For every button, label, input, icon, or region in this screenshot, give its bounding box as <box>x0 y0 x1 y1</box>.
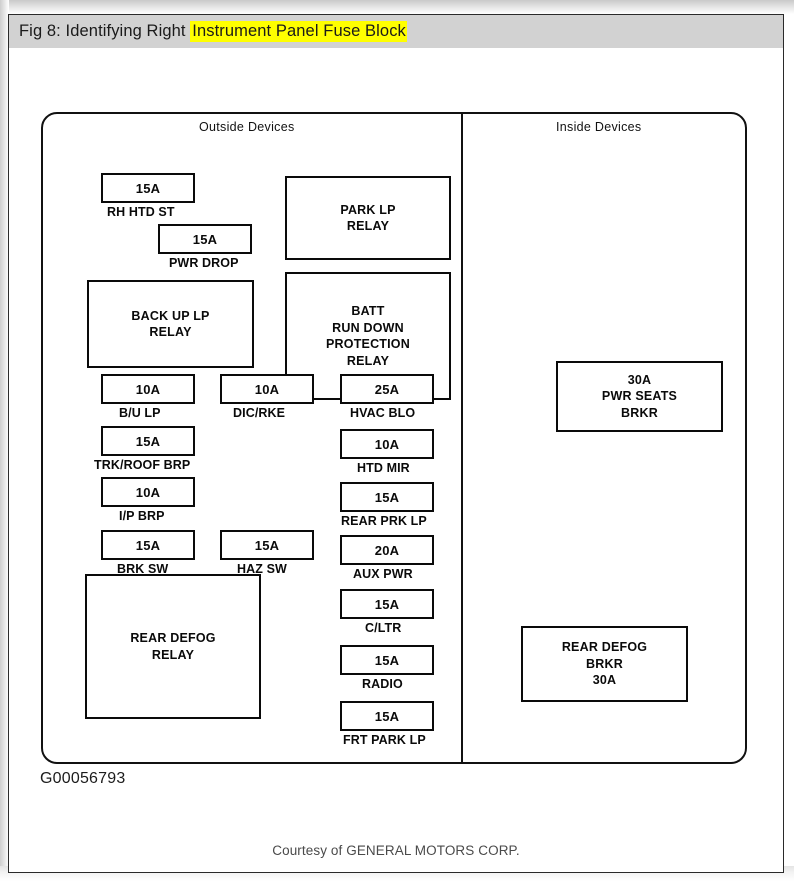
fuse-label-aux-pwr: AUX PWR <box>353 567 413 581</box>
fuse-label-frt-park-lp: FRT PARK LP <box>343 733 426 747</box>
fuse-label-bu-lp: B/U LP <box>119 406 161 420</box>
fuse-label-radio: RADIO <box>362 677 403 691</box>
figure-caption-highlight: Instrument Panel Fuse Block <box>190 21 407 42</box>
figure-caption-prefix: Fig 8: Identifying Right <box>19 22 191 40</box>
figure-id-label: G00056793 <box>40 770 126 787</box>
relay-park-lp-line-2: RELAY <box>346 219 390 233</box>
fuse-frt-park-lp[interactable]: 15A <box>340 701 434 731</box>
relay-rear-defog-line-1: REAR DEFOG <box>130 631 216 645</box>
fuse-label-dic-rke: DIC/RKE <box>233 406 286 420</box>
relay-back-up-lp[interactable]: BACK UP LP RELAY <box>87 280 254 368</box>
fuse-label-pwr-drop: PWR DROP <box>169 256 239 270</box>
fuse-rear-prk-lp[interactable]: 15A <box>340 482 434 512</box>
page-shadow-top <box>0 0 794 14</box>
breaker-pwr-seats-line-1: 30A <box>627 372 652 387</box>
fuse-block-divider <box>461 112 463 764</box>
fuse-radio[interactable]: 15A <box>340 645 434 675</box>
fuse-label-ip-brp: I/P BRP <box>119 509 165 523</box>
fuse-htd-mir[interactable]: 10A <box>340 429 434 459</box>
fuse-label-trk-roof-brp: TRK/ROOF BRP <box>94 458 191 472</box>
relay-park-lp[interactable]: PARK LP RELAY <box>285 176 451 260</box>
fuse-label-rh-htd-st: RH HTD ST <box>107 205 175 219</box>
relay-batt-line-3: PROTECTION <box>326 337 410 351</box>
relay-back-up-lp-line-2: RELAY <box>149 325 192 339</box>
fuse-brk-sw[interactable]: 15A <box>101 530 195 560</box>
fuse-label-cltr: C/LTR <box>365 621 402 635</box>
fuse-ip-brp[interactable]: 10A <box>101 477 195 507</box>
fuse-aux-pwr[interactable]: 20A <box>340 535 434 565</box>
fuse-label-brk-sw: BRK SW <box>117 562 169 576</box>
fuse-label-rear-prk-lp: REAR PRK LP <box>341 514 427 528</box>
breaker-rear-defog-line-1: REAR DEFOG <box>561 640 648 655</box>
relay-batt-line-1: BATT <box>351 304 385 318</box>
breaker-rear-defog[interactable]: REAR DEFOG BRKR 30A <box>521 626 688 702</box>
relay-batt-line-4: RELAY <box>346 353 390 368</box>
relay-back-up-lp-line-1: BACK UP LP <box>131 308 210 323</box>
fuse-block-diagram: Outside Devices Inside Devices 15A RH HT… <box>9 48 783 874</box>
page-shadow-left <box>0 0 9 881</box>
fuse-dic-rke[interactable]: 10A <box>220 374 314 404</box>
outside-devices-title: Outside Devices <box>199 120 295 134</box>
fuse-hvac-blo[interactable]: 25A <box>340 374 434 404</box>
breaker-pwr-seats[interactable]: 30A PWR SEATS BRKR <box>556 361 723 432</box>
breaker-rear-defog-line-2: BRKR <box>586 656 623 671</box>
relay-park-lp-line-1: PARK LP <box>340 202 396 217</box>
figure-caption-bar: Fig 8: Identifying Right Instrument Pane… <box>9 15 783 48</box>
breaker-rear-defog-line-3: 30A <box>592 673 617 688</box>
fuse-label-haz-sw: HAZ SW <box>237 562 287 576</box>
relay-rear-defog-line-2: RELAY <box>151 647 195 662</box>
fuse-trk-roof-brp[interactable]: 15A <box>101 426 195 456</box>
breaker-pwr-seats-line-3: BRKR <box>621 405 658 420</box>
fuse-rh-htd-st[interactable]: 15A <box>101 173 195 203</box>
breaker-pwr-seats-line-2: PWR SEATS <box>601 389 678 404</box>
fuse-label-htd-mir: HTD MIR <box>357 461 410 475</box>
fuse-pwr-drop[interactable]: 15A <box>158 224 252 254</box>
inside-devices-title: Inside Devices <box>556 120 642 134</box>
fuse-label-hvac-blo: HVAC BLO <box>350 406 416 420</box>
document-page: Fig 8: Identifying Right Instrument Pane… <box>8 14 784 873</box>
fuse-cltr[interactable]: 15A <box>340 589 434 619</box>
fuse-haz-sw[interactable]: 15A <box>220 530 314 560</box>
fuse-bu-lp[interactable]: 10A <box>101 374 195 404</box>
figure-caption: Fig 8: Identifying Right Instrument Pane… <box>19 21 407 42</box>
relay-batt-line-2: RUN DOWN <box>332 320 404 335</box>
relay-rear-defog[interactable]: REAR DEFOG RELAY <box>85 574 261 719</box>
courtesy-label: Courtesy of GENERAL MOTORS CORP. <box>272 843 520 858</box>
